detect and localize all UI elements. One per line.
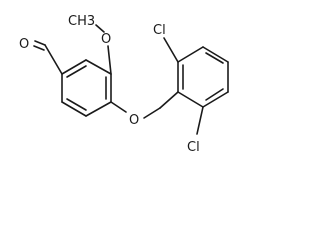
ring1-inner-bond-1 bbox=[66, 65, 87, 78]
ring1-bond-2 bbox=[85, 59, 112, 75]
ch2-ring-bond bbox=[159, 91, 179, 109]
methyl-label: CH3 bbox=[68, 14, 95, 29]
c-cl-bottom-bond bbox=[196, 106, 204, 135]
ring1-bond-4 bbox=[85, 101, 112, 117]
ring1-bond-5 bbox=[61, 101, 87, 117]
ring2-bond-2 bbox=[177, 46, 204, 63]
ring2-bond-5 bbox=[202, 91, 229, 108]
ring2-bond-3 bbox=[202, 46, 229, 63]
ring1-bond-1 bbox=[61, 59, 87, 75]
aldehyde-oxygen-label: O bbox=[19, 37, 29, 52]
structure-diagram: O O CH3 O Cl Cl bbox=[19, 14, 229, 155]
aldehyde-c-h-bond bbox=[44, 44, 63, 75]
methoxy-o-ch3-bond bbox=[95, 24, 105, 33]
chlorine-top-label: Cl bbox=[153, 23, 166, 38]
molecule-drawing: O O CH3 O Cl Cl bbox=[19, 14, 229, 155]
chlorine-bottom-label: Cl bbox=[187, 140, 200, 155]
aldehyde-double-bond-a bbox=[34, 40, 46, 46]
ring2-bond-6 bbox=[177, 91, 204, 108]
ether-oxygen-label: O bbox=[129, 113, 139, 128]
ring1-inner-bond-3 bbox=[66, 98, 87, 111]
ring2-inner-bond-2 bbox=[205, 52, 224, 64]
c-cl-top-bond bbox=[163, 37, 179, 63]
methoxy-oxygen-label: O bbox=[101, 32, 111, 47]
aldehyde-double-bond-b bbox=[33, 45, 45, 51]
ether-o-ch2-bond bbox=[143, 107, 161, 119]
methoxy-c-o-bond bbox=[107, 45, 112, 75]
ring2-inner-bond-3 bbox=[205, 88, 224, 101]
ether-c-o-bond bbox=[110, 101, 127, 113]
